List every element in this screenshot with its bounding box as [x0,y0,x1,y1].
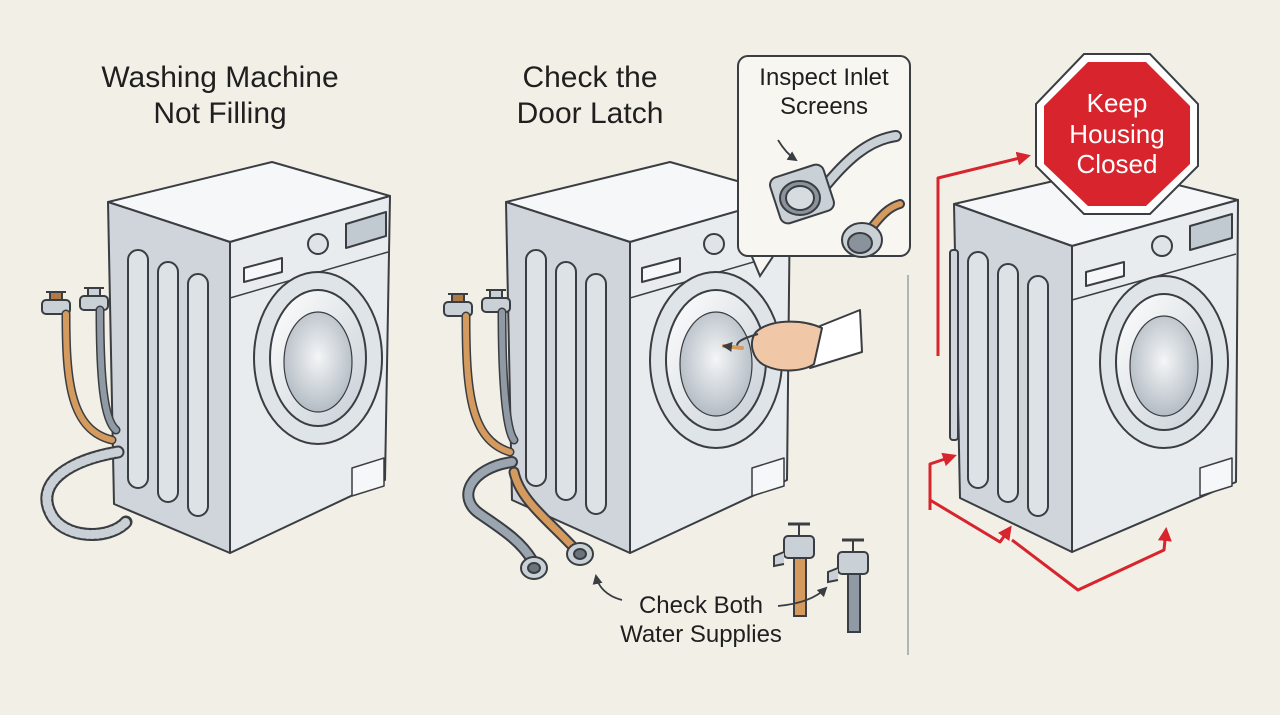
stop-sign-icon [1035,53,1199,215]
panel-2-title: Check the Door Latch [516,61,664,130]
hose-icon [40,305,133,541]
hand-icon [722,309,863,372]
washing-machine-icon [949,167,1239,553]
hose-icon [461,307,580,566]
magnifier-callout-icon [737,55,911,279]
stop-sign-label: Keep Housing Closed [1069,88,1165,180]
washing-machine-icon [505,161,791,554]
washing-machine-icon [107,161,391,554]
arrow-icon [928,151,1172,592]
arrow-icon [592,574,828,607]
water-supply-note: Check Both Water Supplies [620,592,782,648]
hose-fitting [520,542,594,580]
callout-label: Inspect Inlet Screens [759,64,889,120]
panel-1-title: Washing Machine Not Filling [101,61,339,130]
